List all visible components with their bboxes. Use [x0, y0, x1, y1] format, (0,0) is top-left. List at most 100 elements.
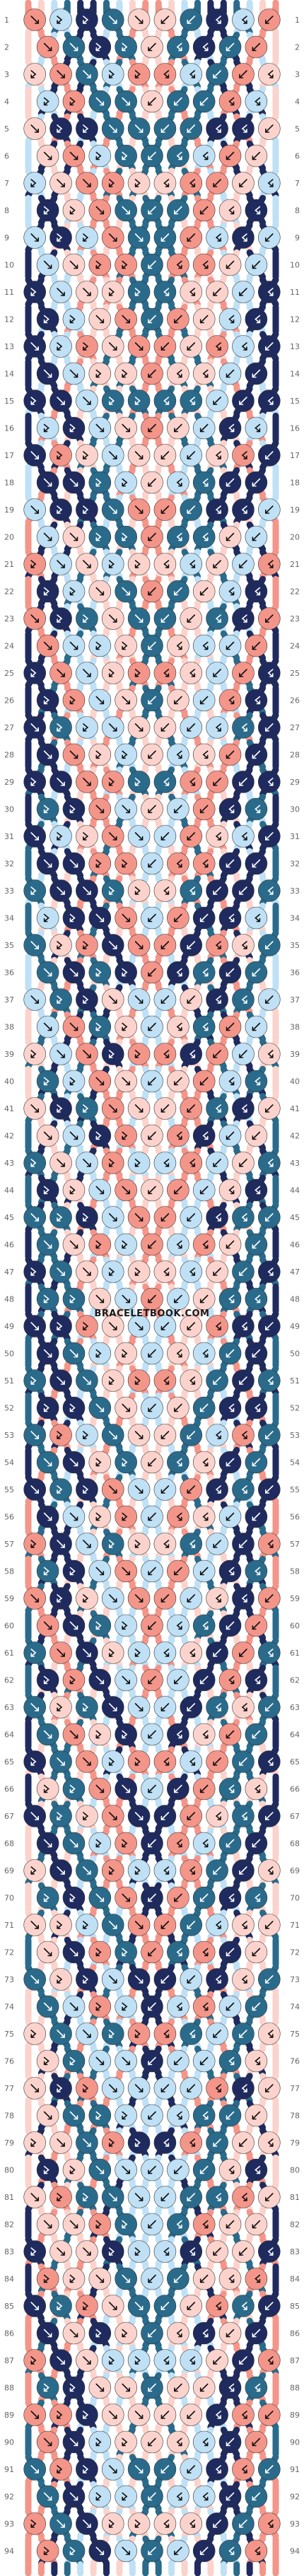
knot: [115, 471, 137, 494]
knot: [115, 1396, 137, 1419]
knot: [115, 416, 137, 440]
knot: [127, 1315, 151, 1337]
knot: [23, 2512, 47, 2535]
knot: [167, 362, 189, 385]
knot: [180, 498, 203, 521]
knot: [76, 2022, 98, 2045]
knot: [127, 63, 151, 86]
knot: [153, 2404, 177, 2426]
knot: [23, 879, 47, 902]
row-number-left: 79: [4, 2138, 14, 2148]
knot: [101, 2022, 124, 2045]
knot: [245, 1287, 268, 1311]
knot: [180, 281, 203, 303]
knot: [76, 662, 98, 684]
knot: [127, 553, 151, 575]
knot: [49, 825, 72, 848]
knot: [88, 2213, 112, 2236]
row-number-right: 6: [295, 152, 300, 161]
knot: [180, 172, 203, 194]
knot: [101, 1152, 124, 1174]
knot: [257, 1478, 281, 1501]
row-number-right: 67: [290, 1812, 300, 1821]
row-number-left: 8: [4, 206, 9, 216]
knot: [180, 553, 203, 575]
knot: [141, 1559, 163, 1583]
knot: [257, 63, 281, 86]
knot: [167, 1668, 189, 1692]
knot: [115, 2539, 137, 2563]
knot: [192, 689, 216, 712]
knot: [167, 1396, 189, 1419]
knot: [115, 580, 137, 603]
knot: [88, 2430, 112, 2454]
knot: [192, 2104, 216, 2127]
knot: [153, 2512, 177, 2535]
knot: [245, 1396, 268, 1419]
knot: [192, 2158, 216, 2182]
knot: [206, 498, 228, 521]
row-number-right: 65: [290, 1757, 300, 1767]
knot: [141, 471, 163, 494]
knot: [23, 63, 47, 86]
knot: [245, 144, 268, 168]
knot: [101, 1315, 124, 1337]
knot: [76, 2131, 98, 2154]
knot: [180, 1805, 203, 1827]
knot: [88, 416, 112, 440]
knot: [192, 2376, 216, 2399]
knot: [218, 525, 242, 549]
knot: [62, 797, 86, 821]
knot: [127, 607, 151, 630]
knot: [153, 2186, 177, 2208]
knot: [180, 1750, 203, 1773]
knot: [88, 1940, 112, 1964]
knot: [218, 2485, 242, 2508]
knot: [115, 1287, 137, 1311]
knot: [127, 2186, 151, 2208]
row-number-left: 48: [4, 1295, 14, 1304]
knot: [49, 1533, 72, 1555]
knot: [218, 1178, 242, 1202]
knot: [218, 1342, 242, 1365]
knot: [115, 1015, 137, 1038]
knot: [49, 934, 72, 956]
knot: [153, 172, 177, 194]
knot: [206, 390, 228, 412]
row-number-left: 25: [4, 669, 14, 678]
row-number-left: 63: [4, 1703, 14, 1712]
knot: [76, 1043, 98, 1065]
knot: [49, 662, 72, 684]
knot: [23, 607, 47, 630]
knot: [206, 1152, 228, 1174]
knot: [245, 90, 268, 113]
knot: [245, 362, 268, 385]
knot: [232, 1478, 255, 1501]
knot: [49, 444, 72, 467]
knot: [76, 281, 98, 303]
knot: [153, 988, 177, 1011]
knot: [49, 1315, 72, 1337]
row-number-left: 72: [4, 1948, 14, 1957]
knot: [141, 2049, 163, 2073]
knot: [167, 1124, 189, 1147]
knot: [206, 1587, 228, 1610]
knot: [88, 1124, 112, 1147]
knot: [101, 2131, 124, 2154]
knot: [36, 2049, 59, 2073]
knot: [192, 525, 216, 549]
knot: [206, 1315, 228, 1337]
knot: [23, 1641, 47, 1664]
knot: [167, 1015, 189, 1038]
row-number-right: 82: [290, 2220, 300, 2230]
row-number-left: 26: [4, 696, 14, 706]
knot: [153, 2240, 177, 2263]
knot: [192, 2267, 216, 2290]
row-number-left: 42: [4, 1132, 14, 1141]
knot: [206, 825, 228, 848]
knot: [101, 390, 124, 412]
knot: [232, 1152, 255, 1174]
knot: [36, 634, 59, 657]
knot: [167, 35, 189, 59]
knot: [76, 226, 98, 249]
